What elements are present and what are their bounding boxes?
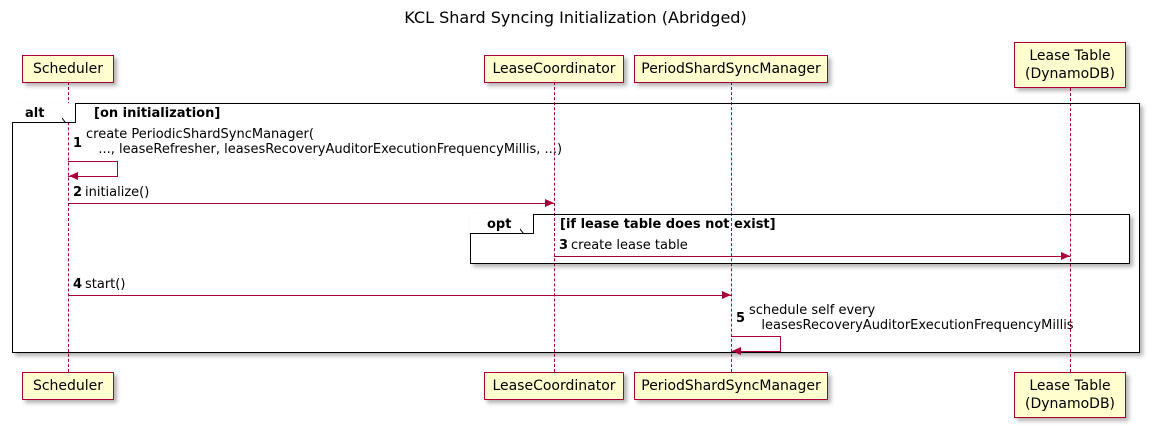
fragment-alt xyxy=(12,103,1140,353)
lifeline-period-shard-sync-manager xyxy=(731,82,732,372)
participant-scheduler-bottom[interactable]: Scheduler xyxy=(22,372,114,400)
message-5-label-line1: schedule self every xyxy=(749,303,876,318)
message-3-arrowhead xyxy=(1061,252,1070,260)
message-1-label-line1: create PeriodicShardSyncManager( xyxy=(86,127,314,142)
fragment-alt-tab xyxy=(12,103,76,123)
participant-lease-coordinator-bottom[interactable]: LeaseCoordinator xyxy=(484,372,624,400)
message-3-label: create lease table xyxy=(571,238,688,253)
message-4-arrowhead xyxy=(722,291,731,299)
fragment-alt-guard: [on initialization] xyxy=(94,106,221,121)
message-4-seq: 4 xyxy=(73,277,83,292)
participant-period-shard-sync-manager-bottom[interactable]: PeriodShardSyncManager xyxy=(634,372,828,400)
message-4-line xyxy=(68,295,731,296)
message-3-seq: 3 xyxy=(559,238,569,253)
fragment-opt xyxy=(470,214,1130,264)
participant-lease-table-top[interactable]: Lease Table (DynamoDB) xyxy=(1014,42,1126,88)
message-4-label: start() xyxy=(85,277,126,292)
message-5-arrowhead xyxy=(732,347,741,355)
message-1-self-loop xyxy=(68,161,118,177)
fragment-alt-tab-bevel xyxy=(62,103,82,123)
participant-period-shard-sync-manager-top[interactable]: PeriodShardSyncManager xyxy=(634,55,828,83)
lifeline-scheduler xyxy=(68,82,69,372)
fragment-opt-tab-bevel xyxy=(520,214,540,234)
message-5-label-line2: leasesRecoveryAuditorExecutionFrequencyM… xyxy=(749,318,1074,333)
fragment-opt-operator: opt xyxy=(487,217,512,232)
participant-lease-coordinator-top[interactable]: LeaseCoordinator xyxy=(484,55,624,83)
lifeline-lease-table xyxy=(1070,88,1071,372)
message-5-seq: 5 xyxy=(736,311,746,326)
message-5-self-loop xyxy=(731,336,781,352)
message-1-seq: 1 xyxy=(73,136,83,151)
participant-scheduler-top[interactable]: Scheduler xyxy=(22,55,114,83)
lifeline-lease-coordinator xyxy=(554,82,555,372)
message-2-line xyxy=(68,203,554,204)
fragment-opt-guard: [if lease table does not exist] xyxy=(560,217,776,232)
message-3-line xyxy=(554,256,1070,257)
fragment-alt-operator: alt xyxy=(25,106,45,121)
message-2-arrowhead xyxy=(545,199,554,207)
message-2-label: initialize() xyxy=(85,185,150,200)
participant-lease-table-bottom[interactable]: Lease Table (DynamoDB) xyxy=(1014,372,1126,418)
message-1-label-line2: ..., leaseRefresher, leasesRecoveryAudit… xyxy=(86,142,563,157)
fragment-opt-tab xyxy=(470,214,534,234)
message-1-arrowhead xyxy=(69,172,78,180)
message-2-seq: 2 xyxy=(73,185,83,200)
diagram-title: KCL Shard Syncing Initialization (Abridg… xyxy=(404,8,747,27)
